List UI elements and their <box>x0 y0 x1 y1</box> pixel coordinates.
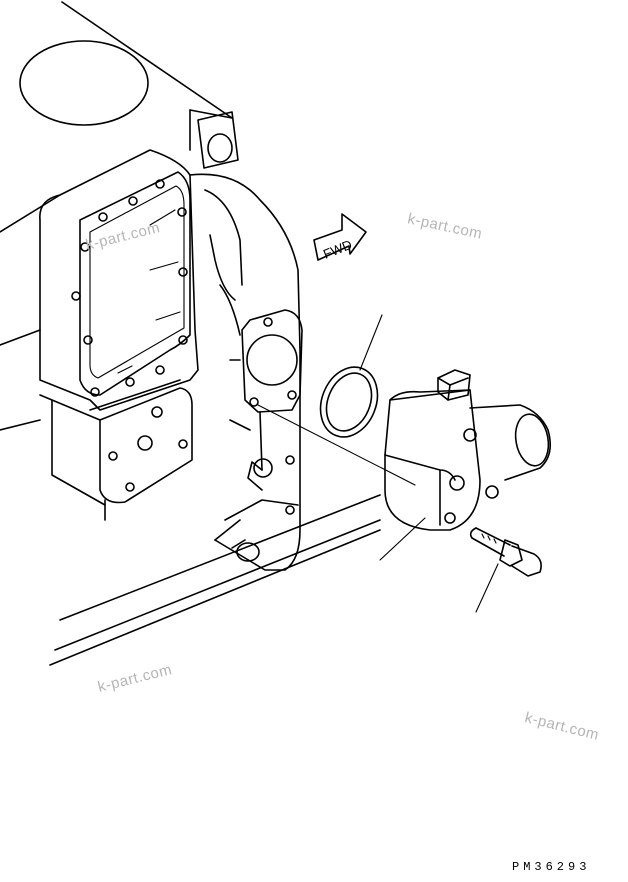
fwd-label: FWD <box>321 237 354 262</box>
bolt-hole <box>249 397 259 407</box>
flange-bore <box>246 334 298 386</box>
bolt-hole <box>463 428 477 442</box>
o-ring-gasket <box>319 366 379 438</box>
top-boss <box>197 111 239 169</box>
bolt-hole <box>485 485 499 499</box>
bolt-hole <box>98 212 108 222</box>
fwd-arrow: FWD <box>313 213 367 262</box>
engine-block <box>0 1 381 666</box>
bolt-hole <box>83 335 93 345</box>
bolt-hole <box>285 455 295 465</box>
bolt-hole <box>151 406 163 418</box>
bolt-hole <box>71 291 81 301</box>
outlet-mount-housing <box>189 173 303 571</box>
bolt-hole <box>125 482 135 492</box>
flange-bolt <box>469 527 542 577</box>
bolt-hole <box>287 390 297 400</box>
bolt-hole <box>285 505 295 515</box>
drawing-code: PM36293 <box>512 860 591 874</box>
bolt-hole <box>128 196 138 206</box>
bolt-hole <box>155 179 165 189</box>
lower-plate <box>39 379 193 506</box>
bolt-hole <box>125 377 135 387</box>
bolt-hole <box>263 317 273 327</box>
outlet-pipe-opening <box>514 413 550 467</box>
bolt-hole <box>108 451 118 461</box>
bolt-hole <box>80 242 90 252</box>
leader-lines <box>257 314 499 613</box>
water-outlet <box>384 369 551 531</box>
bolt-hole <box>137 435 153 451</box>
bolt-hole <box>178 335 188 345</box>
side-cover <box>39 149 199 411</box>
bolt-hole <box>444 512 456 524</box>
bolt-hole <box>90 387 100 397</box>
mount-boss <box>236 542 260 562</box>
bolt-hole <box>177 207 187 217</box>
bolt-hole <box>449 475 465 491</box>
cylinder-bore-opening <box>19 40 149 126</box>
bolt-hole <box>178 267 188 277</box>
bolt-hole <box>155 365 165 375</box>
bolt-hole <box>178 439 188 449</box>
